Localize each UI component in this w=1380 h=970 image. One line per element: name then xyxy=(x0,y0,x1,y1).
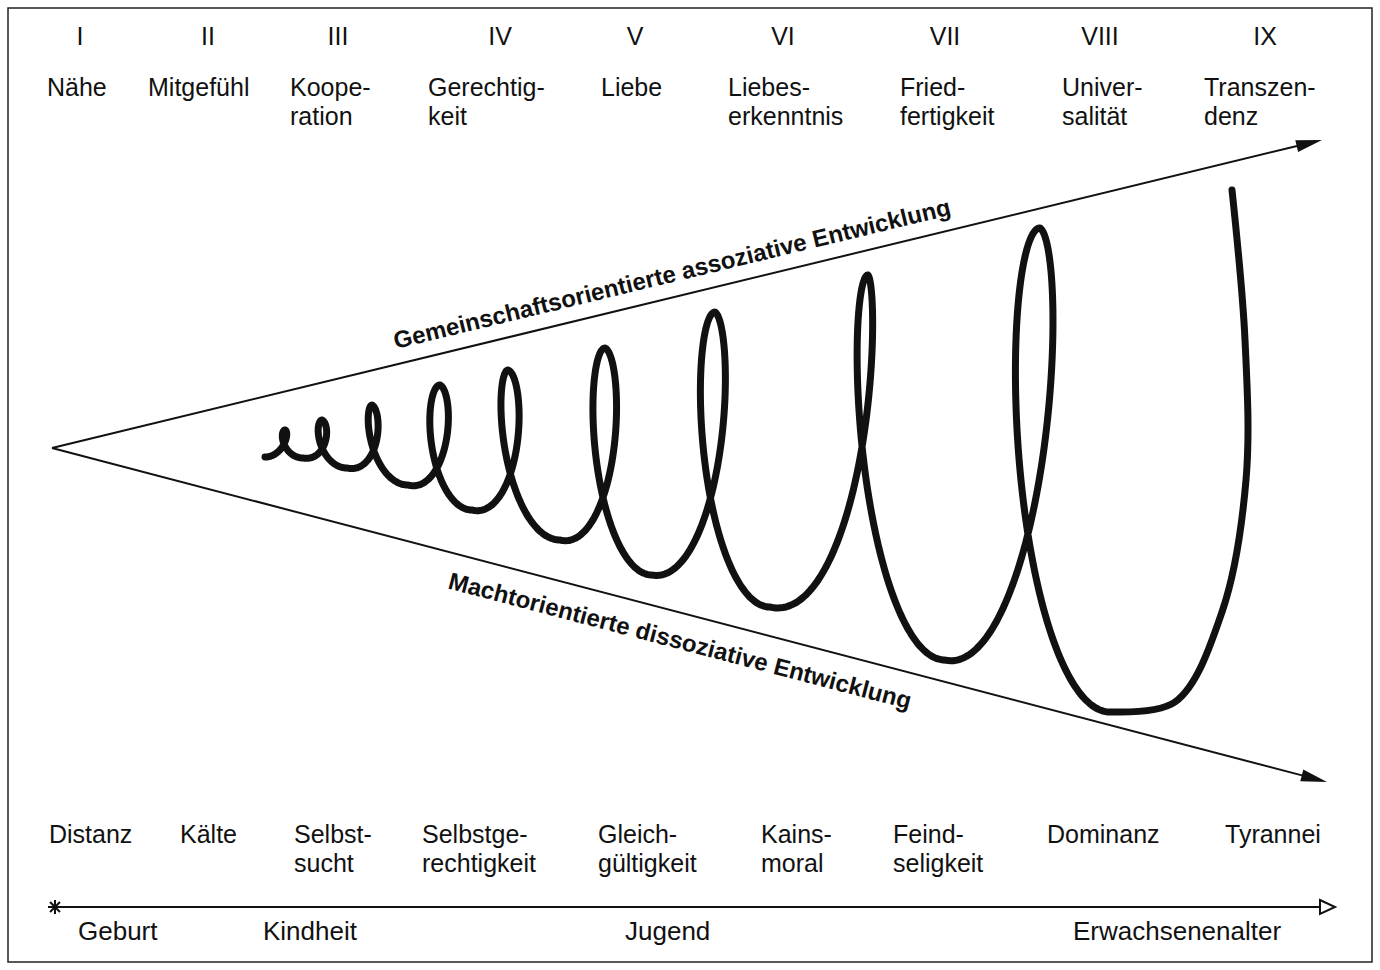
age-label: Kindheit xyxy=(263,916,357,946)
virtue-label-holder: Fried- fertigkeit xyxy=(900,73,994,131)
time-axis xyxy=(55,906,1320,908)
virtue-label-holder: Liebes- erkenntnis xyxy=(728,73,843,131)
virtue-label: Gerechtig- keit xyxy=(428,73,545,131)
age-label-holder: Jugend xyxy=(625,916,710,946)
stage-numeral: V xyxy=(627,22,644,51)
vice-label-holder: Distanz xyxy=(49,820,132,849)
vice-label-holder: Gleich- gültigkeit xyxy=(598,820,697,878)
vice-label-holder: Selbst- sucht xyxy=(294,820,372,878)
stage-numeral: III xyxy=(328,22,349,51)
stage-numeral: VI xyxy=(771,22,795,51)
virtue-label: Koope- ration xyxy=(290,73,371,131)
spiral-group xyxy=(265,190,1248,712)
stage-numeral-holder: III xyxy=(328,22,349,51)
virtue-label: Liebes- erkenntnis xyxy=(728,73,843,131)
age-label: Erwachsenenalter xyxy=(1073,916,1281,946)
stage-numeral-holder: IX xyxy=(1253,22,1277,51)
vice-label-holder: Selbstge- rechtigkeit xyxy=(422,820,536,878)
arrow-head xyxy=(1300,770,1327,782)
development-label-holder: Gemeinschaftsorientierte assoziative Ent… xyxy=(388,192,957,355)
age-label: Jugend xyxy=(625,916,710,946)
vice-label: Gleich- gültigkeit xyxy=(598,820,697,878)
stage-numeral: I xyxy=(77,22,84,51)
age-label-holder: Kindheit xyxy=(263,916,357,946)
stage-numeral-holder: II xyxy=(201,22,215,51)
upper-arrow-line xyxy=(52,146,1297,448)
vice-label-holder: Feind- seligkeit xyxy=(893,820,983,878)
vice-label: Distanz xyxy=(49,820,132,849)
vice-label-holder: Tyrannei xyxy=(1225,820,1321,849)
virtue-label-holder: Univer- salität xyxy=(1062,73,1143,131)
virtue-label: Transzen- denz xyxy=(1204,73,1316,131)
virtue-label: Mitgefühl xyxy=(148,73,249,102)
vice-label: Tyrannei xyxy=(1225,820,1321,849)
stage-numeral-holder: VI xyxy=(771,22,795,51)
vice-label-holder: Dominanz xyxy=(1047,820,1160,849)
stage-numeral-holder: VIII xyxy=(1081,22,1119,51)
stage-numeral: VII xyxy=(930,22,961,51)
virtue-label-holder: Koope- ration xyxy=(290,73,371,131)
virtue-label: Nähe xyxy=(47,73,107,102)
stage-numeral: IV xyxy=(488,22,512,51)
vice-label-holder: Kälte xyxy=(180,820,237,849)
development-label-holder: Machtorientierte dissoziative Entwicklun… xyxy=(443,566,918,716)
stage-numeral: IX xyxy=(1253,22,1277,51)
development-label: Gemeinschaftsorientierte assoziative Ent… xyxy=(388,192,957,355)
virtue-label: Liebe xyxy=(601,73,662,102)
development-label: Machtorientierte dissoziative Entwicklun… xyxy=(443,566,918,716)
star-spoke xyxy=(55,902,60,907)
birth-star xyxy=(48,900,62,914)
vice-label: Kains- moral xyxy=(761,820,832,878)
virtue-label: Univer- salität xyxy=(1062,73,1143,131)
age-label-holder: Erwachsenenalter xyxy=(1073,916,1281,946)
vice-label: Kälte xyxy=(180,820,237,849)
virtue-label-holder: Mitgefühl xyxy=(148,73,249,102)
virtue-label-holder: Liebe xyxy=(601,73,662,102)
spiral xyxy=(265,190,1248,712)
age-label: Geburt xyxy=(78,916,158,946)
lower-arrow-line xyxy=(52,448,1302,775)
stage-numeral-holder: I xyxy=(77,22,84,51)
stage-numeral: VIII xyxy=(1081,22,1119,51)
arrow-head xyxy=(1295,140,1322,152)
axis-arrow-head xyxy=(1320,900,1335,914)
virtue-label-holder: Gerechtig- keit xyxy=(428,73,545,131)
vice-label: Dominanz xyxy=(1047,820,1160,849)
vice-label: Feind- seligkeit xyxy=(893,820,983,878)
stage-numeral: II xyxy=(201,22,215,51)
age-label-holder: Geburt xyxy=(78,916,158,946)
virtue-label-holder: Transzen- denz xyxy=(1204,73,1316,131)
vice-label-holder: Kains- moral xyxy=(761,820,832,878)
virtue-label-holder: Nähe xyxy=(47,73,107,102)
virtue-label: Fried- fertigkeit xyxy=(900,73,994,131)
stage-numeral-holder: V xyxy=(627,22,644,51)
stage-numeral-holder: VII xyxy=(930,22,961,51)
stage-numeral-holder: IV xyxy=(488,22,512,51)
frame xyxy=(8,8,1372,962)
vice-label: Selbstge- rechtigkeit xyxy=(422,820,536,878)
vice-label: Selbst- sucht xyxy=(294,820,372,878)
